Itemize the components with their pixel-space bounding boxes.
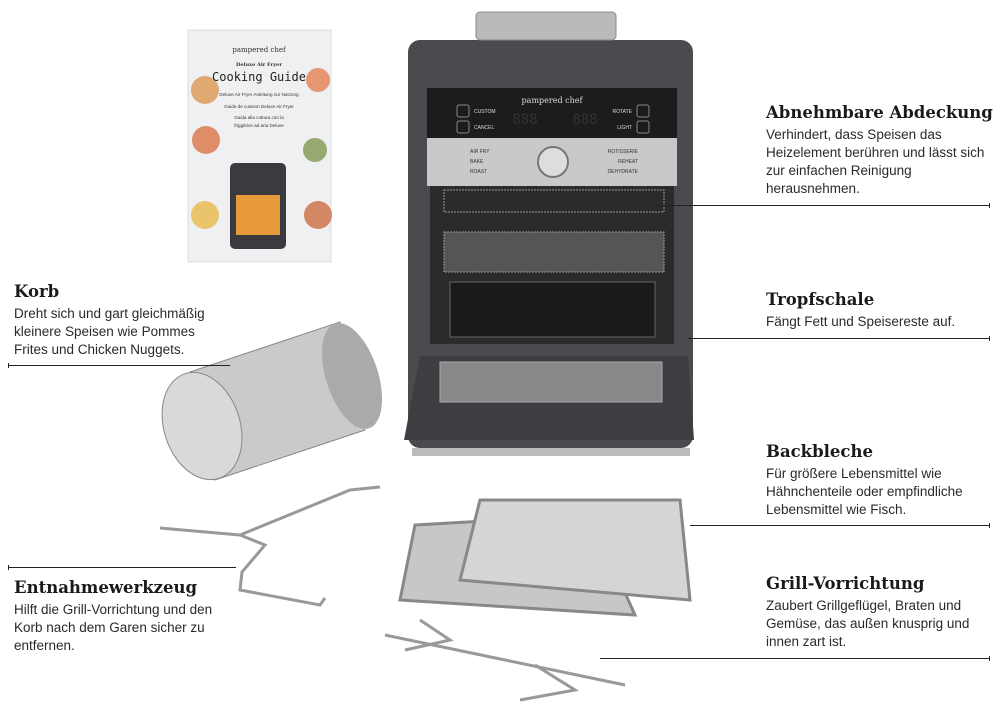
callout-line bbox=[690, 523, 990, 528]
callout-title: Tropfschale bbox=[766, 290, 875, 309]
air-fryer: pampered chef CUSTOM CANCEL ROTATE LIGHT… bbox=[404, 11, 694, 456]
callout-line bbox=[8, 363, 230, 368]
svg-text:REHEAT: REHEAT bbox=[618, 159, 638, 165]
guide-title: Cooking Guide bbox=[212, 70, 306, 84]
custom-label: CUSTOM bbox=[474, 109, 496, 115]
svg-text:AIR FRY: AIR FRY bbox=[470, 149, 490, 155]
callout-line bbox=[688, 336, 990, 341]
cooking-guide-booklet: pampered chef Deluxe Air Fryer Cooking G… bbox=[187, 29, 332, 263]
guide-line: Guide de cuisson Deluxe Air Fryer bbox=[224, 104, 294, 109]
control-dial[interactable] bbox=[537, 146, 569, 178]
guide-line: friggitrice ad aria Deluxe bbox=[234, 123, 284, 128]
callout-text: Verhindert, dass Speisen das Heizelement… bbox=[766, 127, 985, 196]
callout-title: Korb bbox=[14, 282, 60, 301]
baking-trays bbox=[398, 498, 692, 617]
callout-title: Entnahmewerkzeug bbox=[14, 578, 198, 597]
callout-rotisserie: Grill-Vorrichtung Zaubert Grillgeflügel,… bbox=[766, 574, 996, 651]
callout-text: Für größere Lebensmittel wie Hähnchentei… bbox=[766, 466, 963, 517]
guide-line: Guida alla cottura con la bbox=[234, 115, 284, 120]
callout-text: Dreht sich und gart gleichmäßig kleinere… bbox=[14, 306, 205, 357]
light-label: LIGHT bbox=[617, 125, 632, 131]
callout-title: Grill-Vorrichtung bbox=[766, 574, 925, 593]
rotate-label: ROTATE bbox=[612, 109, 632, 115]
callout-line bbox=[658, 203, 990, 208]
callout-basket: Korb Dreht sich und gart gleichmäßig kle… bbox=[14, 282, 229, 359]
callout-baking-trays: Backbleche Für größere Lebensmittel wie … bbox=[766, 442, 996, 519]
cancel-button[interactable] bbox=[456, 120, 470, 134]
svg-text:ROAST: ROAST bbox=[470, 169, 487, 175]
svg-text:ROTISSERIE: ROTISSERIE bbox=[608, 149, 639, 155]
mode-labels: AIR FRY BAKE ROAST ROTISSERIE REHEAT DEH… bbox=[470, 149, 639, 175]
custom-button[interactable] bbox=[456, 104, 470, 118]
svg-text:DEHYDRATE: DEHYDRATE bbox=[608, 169, 639, 175]
display-left: 888 bbox=[512, 112, 537, 128]
callout-removal-tool: Entnahmewerkzeug Hilft die Grill-Vorrich… bbox=[14, 578, 214, 655]
svg-text:BAKE: BAKE bbox=[470, 159, 484, 165]
cancel-label: CANCEL bbox=[474, 125, 495, 131]
callout-removable-cover: Abnehmbare Abdeckung Verhindert, dass Sp… bbox=[766, 103, 996, 198]
callout-line bbox=[600, 656, 990, 661]
callout-drip-tray: Tropfschale Fängt Fett und Speisereste a… bbox=[766, 290, 996, 331]
display-right: 888 bbox=[572, 112, 597, 128]
guide-brand: pampered chef bbox=[232, 46, 287, 54]
guide-line: Deluxe Air Fryer Anleitung zur Nutzung bbox=[219, 92, 299, 97]
callout-title: Abnehmbare Abdeckung bbox=[766, 103, 993, 122]
light-button[interactable] bbox=[636, 120, 650, 134]
callout-text: Zaubert Grillgeflügel, Braten und Gemüse… bbox=[766, 598, 970, 649]
rotating-basket bbox=[161, 321, 383, 481]
callout-line bbox=[8, 565, 236, 570]
callout-text: Fängt Fett und Speisereste auf. bbox=[766, 314, 956, 329]
rotate-button[interactable] bbox=[636, 104, 650, 118]
callout-text: Hilft die Grill-Vorrichtung und den Korb… bbox=[14, 602, 213, 653]
callout-title: Backbleche bbox=[766, 442, 873, 461]
guide-subtitle: Deluxe Air Fryer bbox=[236, 62, 282, 68]
fryer-brand: pampered chef bbox=[522, 96, 584, 105]
rotisserie-spit bbox=[384, 618, 626, 702]
